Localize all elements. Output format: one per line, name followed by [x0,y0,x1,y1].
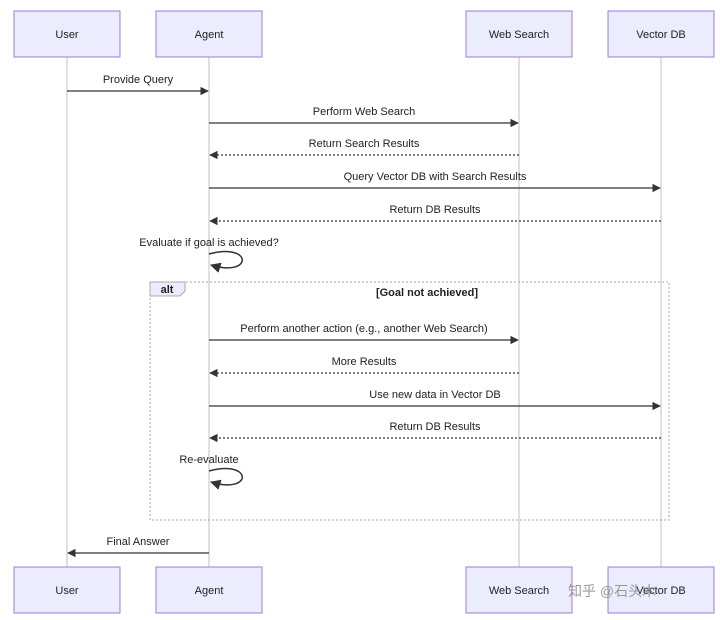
participant-box [465,566,573,614]
message-8: More Results [209,356,519,378]
participant-agent-bottom: Agent [155,566,263,614]
message-label: Perform another action (e.g., another We… [240,323,487,335]
alt-fragment-condition: [Goal not achieved] [376,287,478,299]
self-loop-arrow [208,467,243,490]
participant-label: User [55,29,79,41]
participant-agent-top: Agent [155,10,263,58]
message-label: Return Search Results [309,138,420,150]
participant-label: User [55,585,79,597]
message-label: Return DB Results [389,204,481,216]
message-label: Perform Web Search [313,106,416,118]
message-4: Query Vector DB with Search Results [209,171,661,193]
watermark: 知乎 @石头木 [568,583,656,599]
message-3: Return Search Results [209,138,519,160]
message-7: Perform another action (e.g., another We… [209,323,519,345]
message-label: Query Vector DB with Search Results [344,171,527,183]
participant-box [13,566,121,614]
message-label: Evaluate if goal is achieved? [139,237,278,249]
message-label: Provide Query [103,74,174,86]
participant-box [13,10,121,58]
message-9: Use new data in Vector DB [209,389,661,411]
participant-label: Agent [195,585,224,597]
message-10: Return DB Results [209,421,661,443]
lifelines [66,57,662,567]
participant-box [155,10,263,58]
alt-fragment-tag: alt [161,284,174,296]
participant-user-top: User [13,10,121,58]
self-loop-arrow [208,250,243,273]
participant-label: Agent [195,29,224,41]
message-label: Return DB Results [389,421,481,433]
participant-box [607,566,715,614]
participant-web-bottom: Web Search [465,566,573,614]
message-5: Return DB Results [209,204,661,226]
message-label: Re-evaluate [179,454,238,466]
participant-box [465,10,573,58]
message-1: Provide Query [67,74,209,96]
message-12: Final Answer [67,536,209,558]
message-label: More Results [332,356,397,368]
participant-vdb-bottom: Vector DB [607,566,715,614]
participant-web-top: Web Search [465,10,573,58]
participant-label: Web Search [489,585,549,597]
participant-label: Vector DB [636,585,686,597]
message-11: Re-evaluate [179,454,243,490]
participant-vdb-top: Vector DB [607,10,715,58]
participant-box [155,566,263,614]
participant-box [607,10,715,58]
participant-label: Vector DB [636,29,686,41]
participant-label: Web Search [489,29,549,41]
message-2: Perform Web Search [209,106,519,128]
message-6: Evaluate if goal is achieved? [139,237,279,273]
message-label: Use new data in Vector DB [369,389,500,401]
participant-user-bottom: User [13,566,121,614]
alt-fragment-tag-box [149,281,186,297]
message-label: Final Answer [107,536,170,548]
alt-fragment-box [149,281,670,521]
alt-fragment: alt [Goal not achieved] [149,281,670,521]
